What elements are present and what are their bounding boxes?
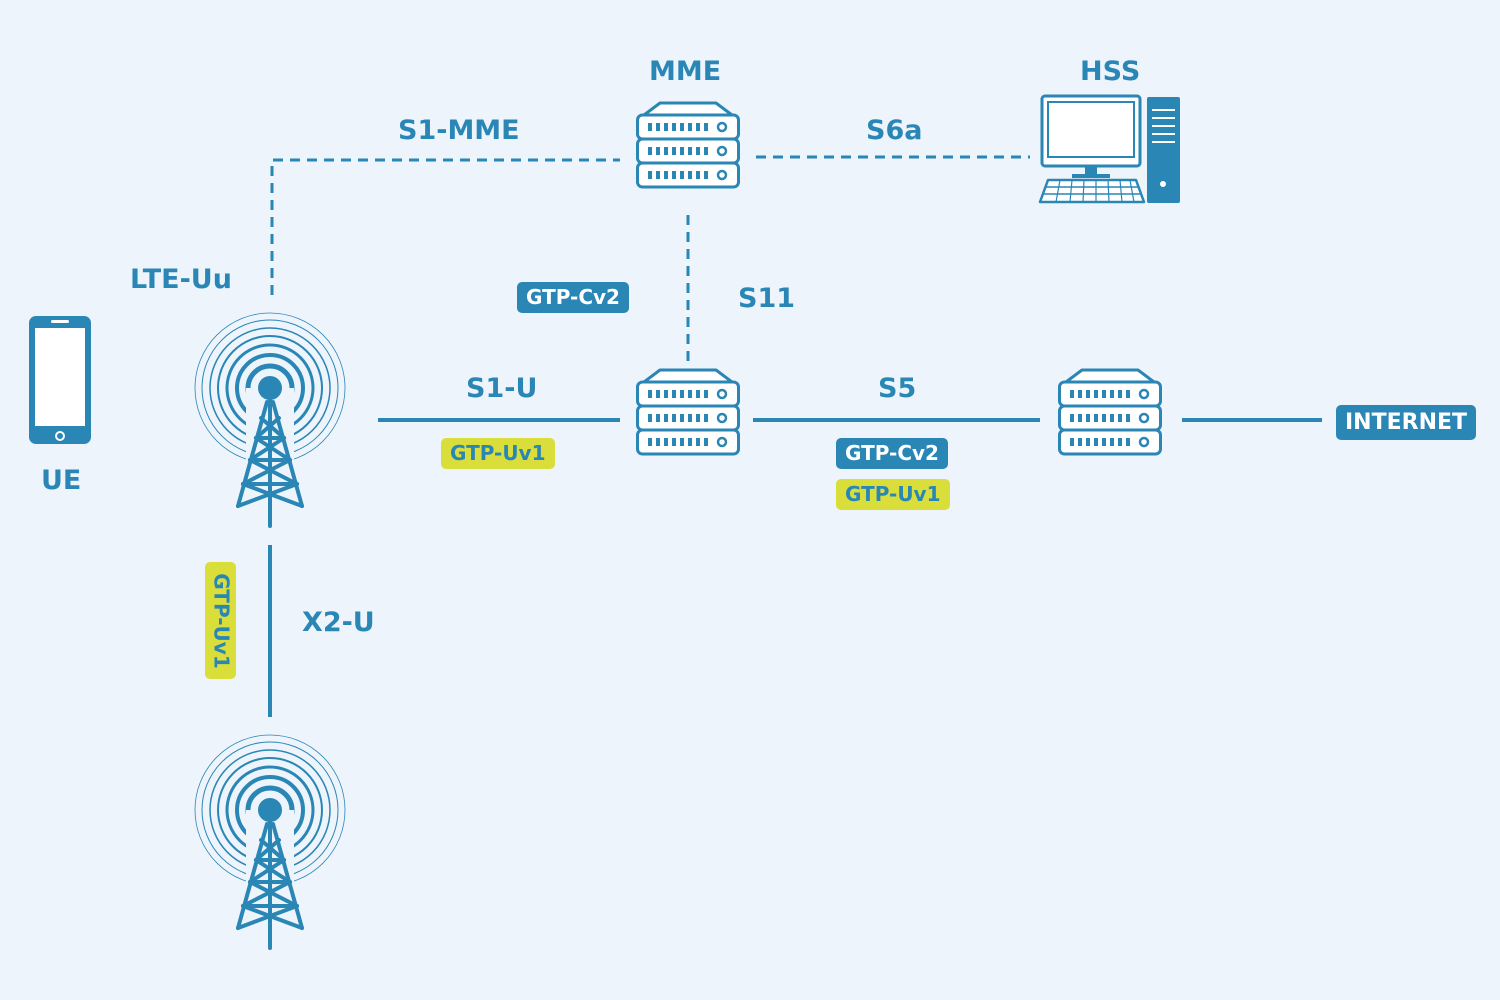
s1u-gtpu-tag: GTP-Uv1 xyxy=(441,438,555,469)
s5-gtpc-tag: GTP-Cv2 xyxy=(836,438,948,469)
sgw-server-icon xyxy=(636,368,740,456)
x2u-gtpu-tag: GTP-Uv1 xyxy=(205,562,236,679)
s5-gtpu-tag: GTP-Uv1 xyxy=(836,479,950,510)
x2-u-label: X2-U xyxy=(302,607,375,638)
ue-label: UE xyxy=(41,465,82,496)
s1-mme-link xyxy=(270,158,620,295)
desktop-computer-icon xyxy=(1038,94,1180,204)
pgw-server-icon xyxy=(1058,368,1162,456)
s5-label: S5 xyxy=(878,373,917,404)
s11-label: S11 xyxy=(738,283,796,314)
mme-server-icon xyxy=(636,101,740,189)
s1-u-label: S1-U xyxy=(466,373,538,404)
s1-mme-label: S1-MME xyxy=(398,115,520,146)
smartphone-icon xyxy=(29,316,91,444)
s11-gtpc-tag: GTP-Cv2 xyxy=(517,282,629,313)
cell-tower-icon xyxy=(195,313,345,526)
x2u-gtpu-tag-text: GTP-Uv1 xyxy=(209,572,233,669)
internet-label: INTERNET xyxy=(1336,405,1477,440)
lte-uu-label: LTE-Uu xyxy=(130,264,232,295)
s6a-label: S6a xyxy=(866,115,923,146)
cell-tower-icon xyxy=(195,735,345,948)
hss-label: HSS xyxy=(1080,56,1141,87)
mme-label: MME xyxy=(649,56,722,87)
